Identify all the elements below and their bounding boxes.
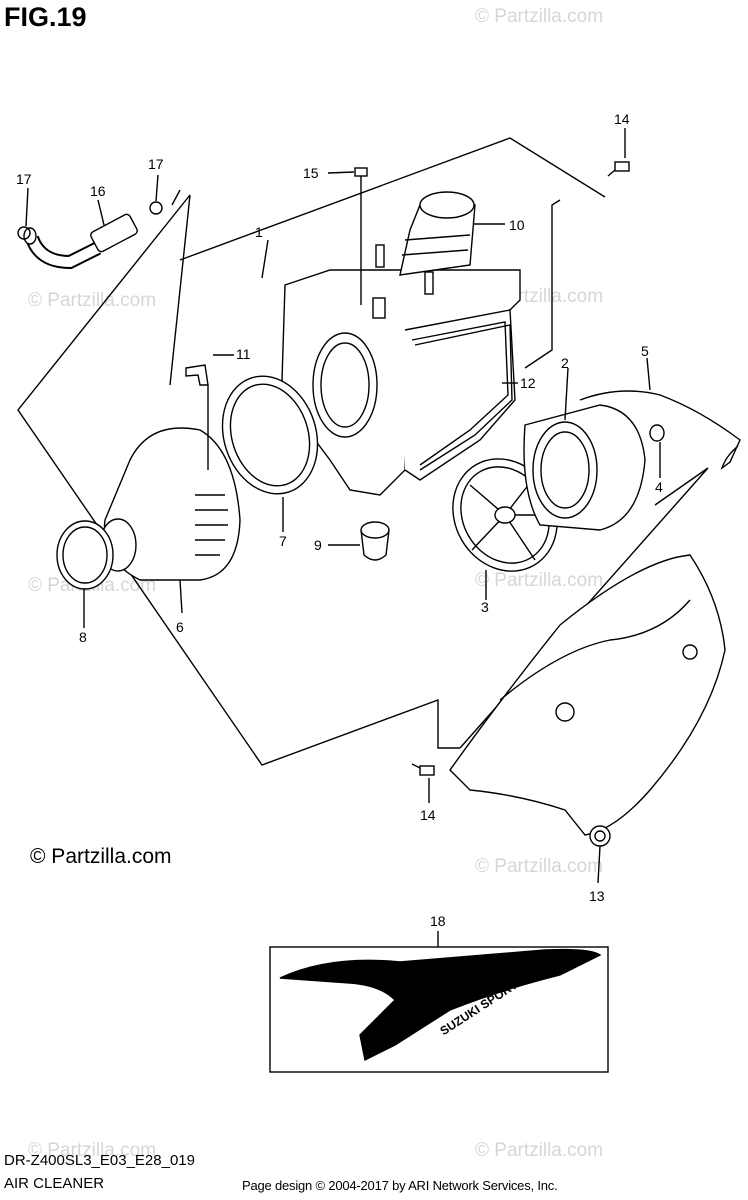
bolt-part [354,167,368,190]
filter-element-part [523,404,646,531]
callout-label: 13 [589,888,605,904]
callout-label: 17 [16,171,32,187]
assembly-outline [169,194,191,386]
callout-label: 8 [79,629,87,645]
watermark: © Partzilla.com [28,290,157,311]
callout-label: 14 [614,111,630,127]
elbow-fitting-part [185,364,209,386]
screw-part [411,763,435,776]
figure-title: FIG.19 [4,2,87,32]
intake-duct-part [399,191,476,276]
callout-label: 5 [641,343,649,359]
screw-part [607,161,630,177]
page-footer: Page design © 2004-2017 by ARI Network S… [242,1178,558,1193]
callout-label: 9 [314,537,322,553]
watermark: © Partzilla.com [475,1140,604,1161]
callout-label: 14 [420,807,436,823]
callout-label: 4 [655,479,663,495]
callout-label: 7 [279,533,287,549]
clamp-part [17,226,31,240]
callout-label: 1 [255,224,263,240]
clip-part [649,424,665,442]
spring-part [579,390,741,470]
assembly-outline [179,137,606,261]
inlet-boot-part [99,427,241,581]
grommet-part [360,521,390,561]
gasket-ring-part [221,375,319,495]
callout-label: 16 [90,183,106,199]
assembly-outline [17,194,460,766]
callout-label: 15 [303,165,319,181]
band-clamp-part [56,520,114,590]
assembly-outline [524,199,561,369]
clamp-part [149,201,163,215]
callout-label: 18 [430,913,446,929]
breather-hose-part [23,213,138,270]
side-cover-part [449,554,726,847]
watermark: © Partzilla.com [28,1140,157,1161]
callout-label: 12 [520,375,536,391]
diagram-code: DR-Z400SL3_E03_E28_019 [4,1152,195,1169]
callout-label: 3 [481,599,489,615]
decal-part [279,948,602,1062]
callout-label: 11 [236,346,251,362]
copyright-notice: © Partzilla.com [30,845,172,868]
watermark: © Partzilla.com [475,570,604,591]
callout-label: 17 [148,156,164,172]
assembly-outline [171,189,181,206]
diagram-subtitle: AIR CLEANER [4,1175,105,1192]
watermark: © Partzilla.com [475,6,604,27]
callout-label: 6 [176,619,184,635]
callouts: 1 2 3 4 5 6 7 8 9 10 11 12 13 14 14 15 1… [16,111,663,929]
seal-part [414,324,513,471]
callout-label: 10 [509,217,525,233]
air-cleaner-case [281,244,521,496]
callout-label: 2 [561,355,569,371]
watermark: © Partzilla.com [475,856,604,877]
